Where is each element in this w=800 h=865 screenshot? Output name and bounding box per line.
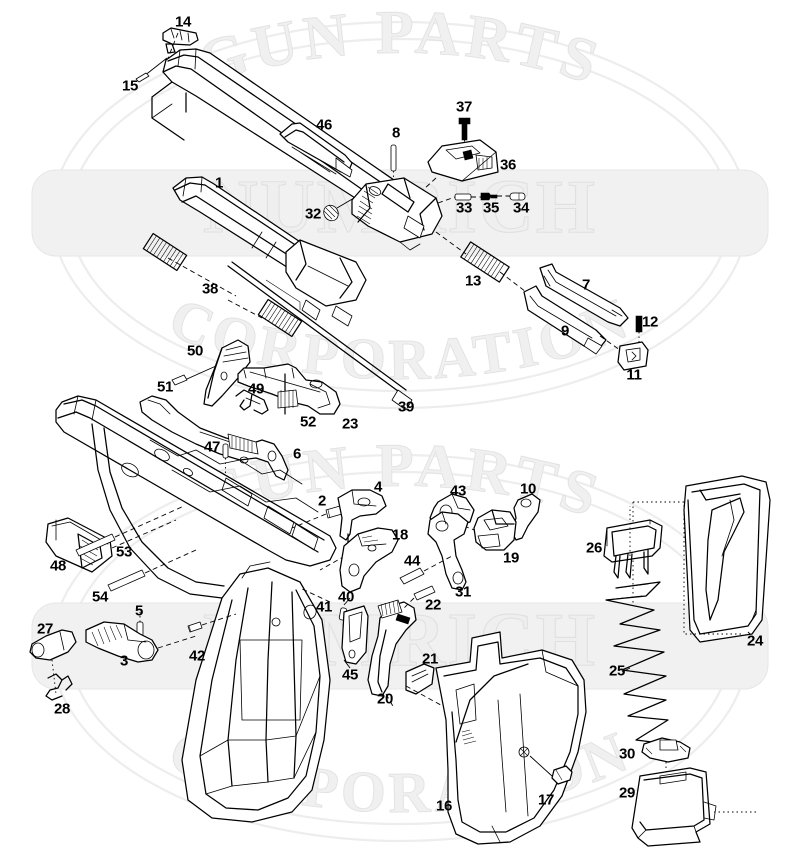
part-label-37: 37	[455, 98, 473, 116]
part-label-42: 42	[188, 647, 206, 665]
part-label-18: 18	[391, 526, 409, 544]
part-label-22: 22	[424, 596, 442, 614]
part-label-32: 32	[304, 205, 322, 223]
part-label-54: 54	[91, 588, 109, 606]
part-label-39: 39	[397, 398, 415, 416]
part-label-44: 44	[403, 552, 421, 570]
part-label-21: 21	[421, 650, 439, 668]
part-label-7: 7	[581, 276, 591, 294]
part-label-14: 14	[174, 13, 192, 31]
part-label-50: 50	[186, 342, 204, 360]
part-label-15: 15	[121, 77, 139, 95]
part-label-31: 31	[454, 583, 472, 601]
part-label-28: 28	[53, 700, 71, 718]
part-label-53: 53	[115, 543, 133, 561]
part-label-46: 46	[315, 116, 333, 134]
part-label-38: 38	[201, 280, 219, 298]
part-label-43: 43	[449, 482, 467, 500]
part-label-48: 48	[49, 557, 67, 575]
part-label-11: 11	[626, 366, 642, 384]
part-label-19: 19	[502, 549, 520, 567]
part-label-30: 30	[618, 745, 636, 763]
part-label-33: 33	[455, 199, 473, 217]
part-label-6: 6	[292, 445, 302, 463]
part-label-45: 45	[341, 666, 359, 684]
part-label-1: 1	[214, 174, 224, 192]
part-label-35: 35	[482, 199, 500, 217]
part-label-16: 16	[435, 797, 453, 815]
part-label-34: 34	[512, 199, 530, 217]
part-label-29: 29	[618, 784, 636, 802]
part-label-49: 49	[247, 380, 265, 398]
part-label-52: 52	[299, 413, 317, 431]
part-label-9: 9	[560, 322, 570, 340]
part-label-36: 36	[499, 156, 517, 174]
part-label-41: 41	[315, 598, 333, 616]
part-label-40: 40	[337, 588, 355, 606]
part-label-2: 2	[317, 492, 327, 510]
part-label-27: 27	[36, 620, 54, 638]
part-label-51: 51	[156, 378, 174, 396]
part-label-3: 3	[119, 652, 129, 670]
part-label-26: 26	[585, 539, 603, 557]
part-label-10: 10	[519, 480, 537, 498]
part-label-23: 23	[341, 415, 359, 433]
part-label-8: 8	[391, 124, 401, 142]
part-label-17: 17	[537, 791, 555, 809]
part-label-13: 13	[464, 272, 482, 290]
part-label-24: 24	[746, 632, 764, 650]
part-label-47: 47	[203, 438, 221, 456]
part-label-5: 5	[134, 602, 144, 620]
part-label-12: 12	[641, 313, 659, 331]
part-label-20: 20	[376, 690, 394, 708]
part-label-25: 25	[608, 662, 626, 680]
part-label-4: 4	[373, 478, 383, 496]
